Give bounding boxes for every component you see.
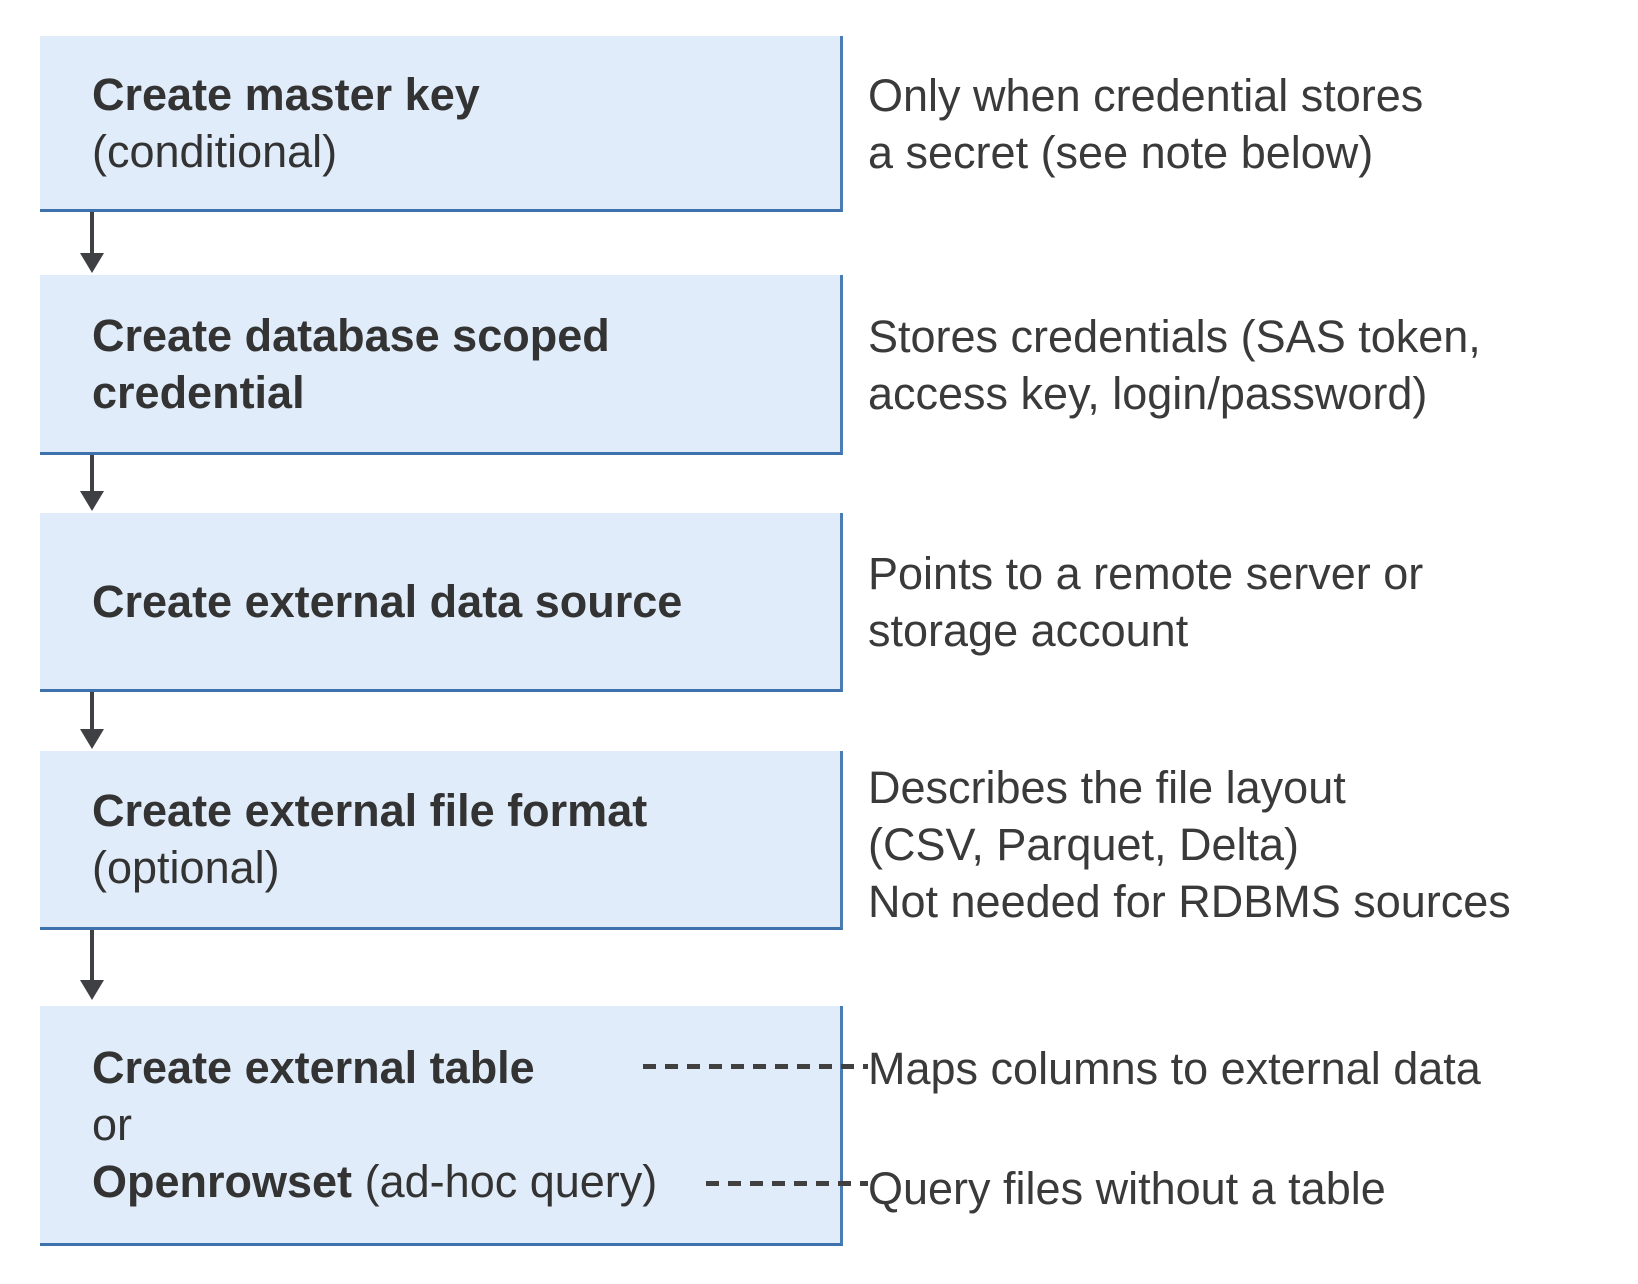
step-box-create-external-data-source: Create external data source xyxy=(40,513,843,692)
step-box-create-database-scoped-credential: Create database scoped credential xyxy=(40,275,843,455)
step-box-create-external-file-format: Create external file format (optional) xyxy=(40,751,843,930)
step-or-line: or xyxy=(92,1096,840,1153)
arrow-shaft xyxy=(90,692,94,731)
description-external-file-format: Describes the file layout (CSV, Parquet,… xyxy=(868,762,1511,927)
description-database-scoped-credential: Stores credentials (SAS token, access ke… xyxy=(868,311,1481,419)
step-note: (optional) xyxy=(92,842,280,893)
step-note-2: (ad-hoc query) xyxy=(364,1156,658,1207)
step-title: Create database scoped credential xyxy=(92,309,610,418)
arrow-shaft xyxy=(90,212,94,255)
step-title: Create master key xyxy=(92,68,480,120)
flow-arrow-3 xyxy=(80,692,104,749)
step-note: (conditional) xyxy=(92,125,338,177)
dashed-connector-external-table xyxy=(643,1064,868,1069)
arrow-shaft xyxy=(90,455,94,493)
step-title: Create external data source xyxy=(92,575,683,627)
arrow-head-icon xyxy=(80,729,104,749)
description-openrowset: Query files without a table xyxy=(868,1163,1386,1214)
arrow-shaft xyxy=(90,930,94,982)
step-box-create-master-key: Create master key (conditional) xyxy=(40,36,843,212)
step-box-create-external-table-or-openrowset: Create external table or Openrowset(ad-h… xyxy=(40,1006,843,1246)
description-external-data-source: Points to a remote server or storage acc… xyxy=(868,548,1424,656)
step-title: Create external file format xyxy=(92,785,648,836)
flow-arrow-4 xyxy=(80,930,104,1000)
step-title-2: Openrowset xyxy=(92,1156,353,1207)
step-title2-line: Openrowset(ad-hoc query) xyxy=(92,1153,840,1210)
description-external-table: Maps columns to external data xyxy=(868,1043,1481,1094)
step-title-line: Create external table xyxy=(92,1039,840,1096)
arrow-head-icon xyxy=(80,253,104,273)
arrow-head-icon xyxy=(80,491,104,511)
flow-arrow-2 xyxy=(80,455,104,511)
or-label: or xyxy=(92,1099,133,1150)
description-master-key: Only when credential stores a secret (se… xyxy=(868,70,1424,178)
dashed-connector-openrowset xyxy=(706,1181,868,1186)
step-title: Create external table xyxy=(92,1042,535,1093)
arrow-head-icon xyxy=(80,980,104,1000)
flow-arrow-1 xyxy=(80,212,104,273)
